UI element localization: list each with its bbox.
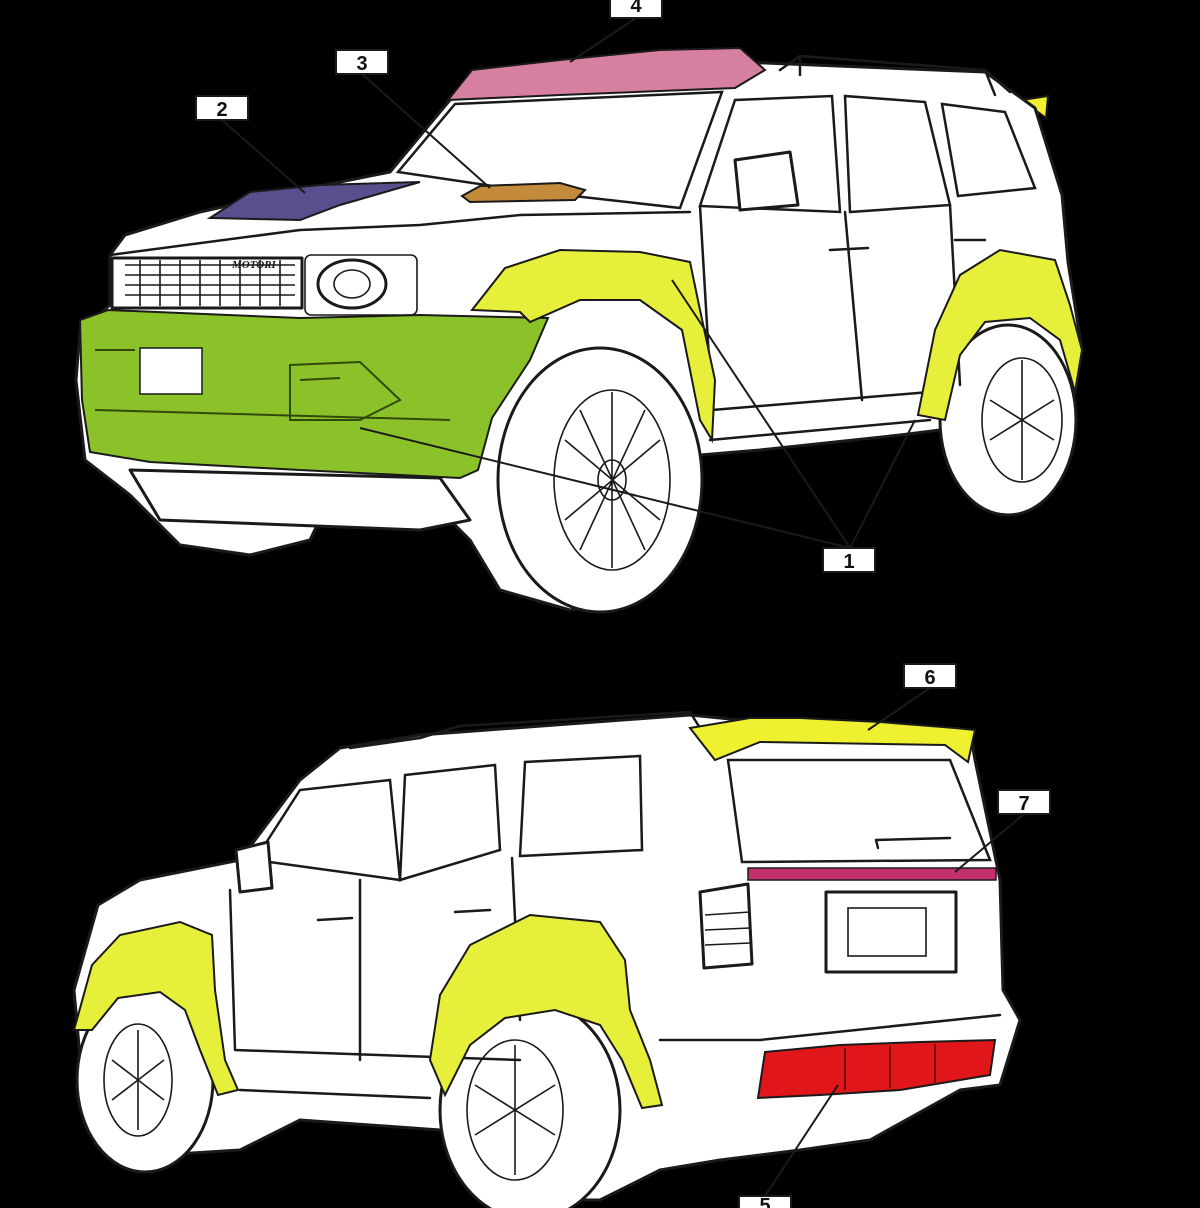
rear-view-near-rim — [466, 1039, 564, 1181]
side-mirror — [733, 150, 800, 212]
callout-7-box — [997, 789, 1051, 815]
rear-license-recess — [824, 890, 958, 974]
callout-2-box — [195, 95, 249, 121]
rear-hatch-glass — [726, 758, 992, 864]
rear-view-middle-window — [398, 763, 502, 882]
rear-view-rear-flare — [428, 913, 664, 1110]
rear-view-far-spokes — [111, 1030, 165, 1130]
callout-2-leader — [221, 119, 306, 194]
callout-5-leader — [764, 1084, 839, 1197]
callout-2-label: 2 — [216, 99, 227, 121]
callout-5-label: 5 — [759, 1195, 770, 1208]
callout-3-label: 3 — [356, 53, 367, 75]
rear-roof-rails — [348, 710, 702, 750]
grille-mesh — [125, 260, 295, 306]
diffuser-fins — [844, 1044, 936, 1090]
rear-view-door-seams — [228, 856, 522, 1062]
rear-fender-flare-part-1 — [916, 248, 1084, 422]
rear-bumper-line — [658, 1013, 1002, 1042]
suv-front-view: MOTORI — [74, 46, 1084, 614]
callout-6-box — [903, 663, 957, 689]
callout-1-leaders — [359, 279, 916, 549]
callout-7-label: 7 — [1018, 793, 1029, 815]
rear-spoiler-part-6 — [688, 717, 977, 764]
side-sill — [708, 418, 932, 442]
headlight-inner — [333, 269, 371, 299]
callout-7-leader — [954, 813, 1025, 873]
door-seams — [698, 203, 962, 412]
rear-license-plate — [847, 907, 927, 957]
rear-view-handle-front — [316, 916, 354, 922]
roof-rack-part-4 — [445, 46, 767, 102]
callout-5-box — [738, 1195, 792, 1208]
callout-6-label: 6 — [924, 667, 935, 689]
tail-lamp-detail — [704, 911, 751, 946]
front-grille — [110, 256, 304, 310]
rear-view-front-flare — [72, 920, 240, 1097]
headlight-housing — [304, 254, 418, 316]
callout-4-leader — [569, 17, 637, 63]
rear-light-bar-part-7 — [747, 867, 997, 881]
front-view-rear-spokes — [989, 360, 1055, 480]
rear-view-far-rim — [103, 1023, 173, 1137]
front-door-handle — [828, 246, 870, 252]
rear-view-mirror — [234, 840, 274, 894]
roof-rails — [778, 54, 1012, 97]
rear-view-handle-rear — [453, 908, 492, 914]
callout-4-label: 4 — [630, 0, 642, 17]
front-license-plate — [139, 347, 203, 395]
rear-view-front-window — [252, 778, 402, 882]
callout-6-leader — [867, 687, 931, 731]
callout-1-box — [822, 547, 876, 573]
front-view-rear-rim — [981, 357, 1063, 483]
rear-view-side-sill — [238, 1088, 432, 1100]
hood-front-edge — [108, 210, 692, 257]
rear-wiper — [874, 836, 952, 850]
rear-door-window — [843, 94, 952, 214]
callouts: 1 2 3 4 6 7 5 — [195, 0, 1051, 1208]
callout-3-box — [335, 49, 389, 75]
front-view-front-rim — [553, 389, 671, 571]
rear-view-near-spokes — [474, 1045, 556, 1175]
front-skid-plate — [128, 468, 472, 532]
callout-1-label: 1 — [843, 551, 854, 573]
tail-lamp — [698, 882, 754, 970]
grille-badge: MOTORI — [231, 259, 277, 271]
front-view-front-spokes — [564, 392, 661, 568]
rear-view-rear-window — [518, 754, 644, 858]
rear-quarter-window — [940, 102, 1037, 198]
suv-rear-view — [72, 710, 1022, 1208]
hood-panel-part-2 — [206, 181, 421, 222]
callout-4-box — [609, 0, 663, 19]
hood-scoop-part-3 — [460, 181, 587, 204]
callout-3-leader — [361, 73, 491, 189]
front-view-front-tire — [496, 346, 704, 614]
bumper-details — [94, 349, 451, 421]
headlight — [316, 258, 388, 310]
